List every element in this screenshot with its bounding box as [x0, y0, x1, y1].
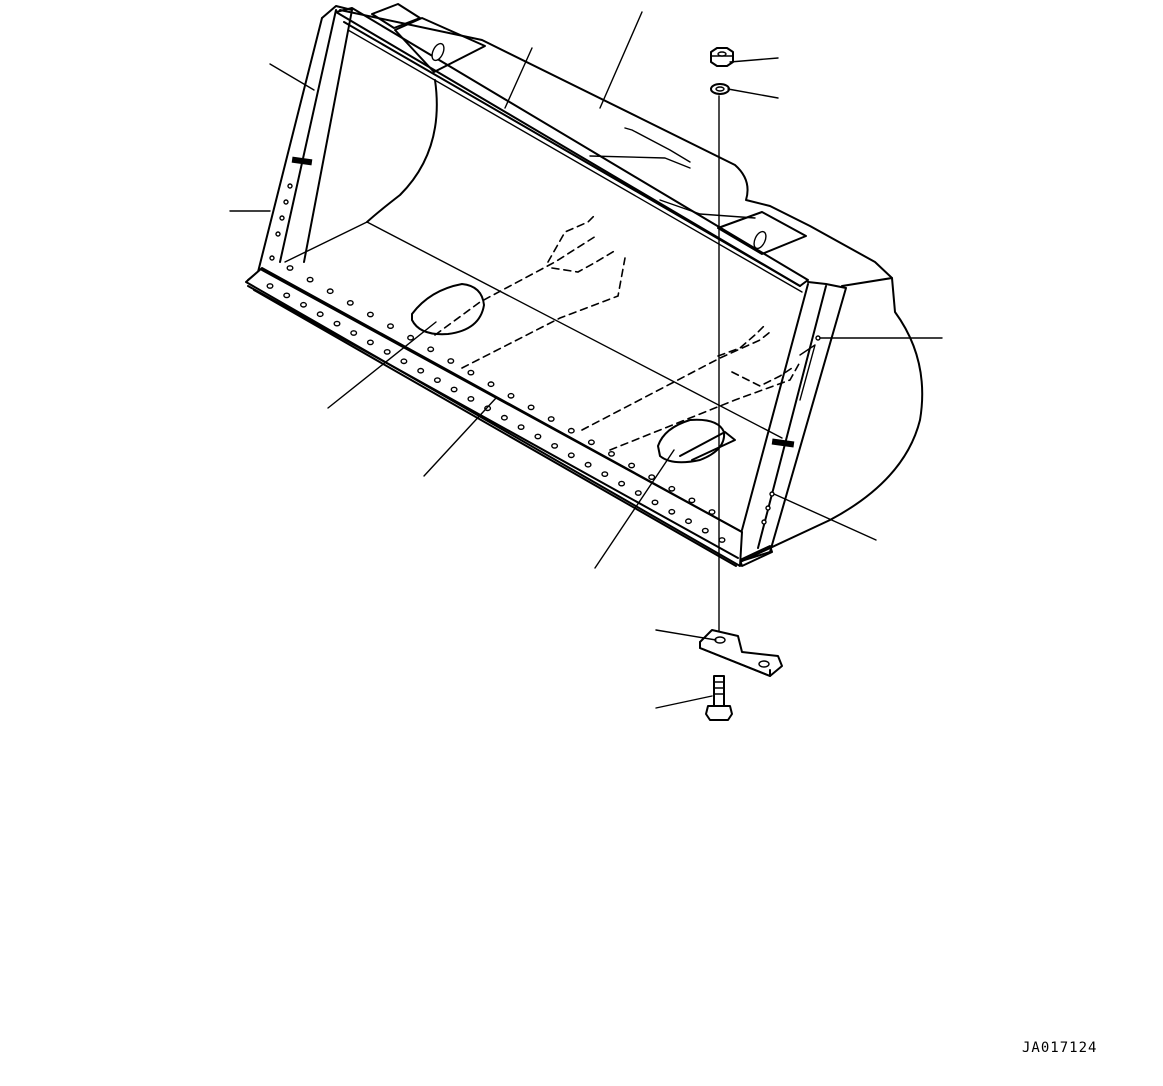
right-side-plate	[737, 281, 847, 567]
bolt-hole	[350, 330, 358, 336]
leader-lines	[229, 11, 943, 709]
bolt-hole	[467, 369, 475, 376]
leader-bolt	[655, 695, 713, 709]
bolt-hole	[547, 416, 555, 422]
leader-floor-opening-right	[594, 449, 675, 569]
bolt-hole	[701, 527, 709, 534]
bolt-hole	[685, 518, 693, 525]
leader-back-plate	[599, 11, 643, 109]
bolt-hole	[527, 404, 535, 411]
bolt-hole	[648, 474, 656, 480]
top-beam	[335, 3, 809, 293]
bolt-hole	[333, 320, 341, 327]
leader-nut	[729, 57, 779, 63]
bolt-hole	[450, 386, 458, 393]
bolt-hole	[433, 377, 441, 383]
floor-openings	[411, 283, 736, 464]
leader-upper-left	[269, 63, 315, 91]
bolt-hole	[266, 283, 274, 289]
leader-right-edge	[773, 493, 877, 541]
bolt-hole	[306, 276, 314, 283]
bolt-hole	[567, 452, 575, 459]
cutting-edge-bolt-holes	[266, 283, 726, 543]
bolt-hole	[487, 381, 495, 388]
bolt-hole	[283, 292, 291, 299]
bolt-hole	[634, 490, 642, 496]
bolt-hole	[584, 461, 592, 468]
leader-shim	[655, 629, 717, 641]
bolt-hole	[366, 339, 374, 346]
bolt-hole	[417, 367, 425, 374]
bolt-hole	[718, 537, 726, 543]
bolt-hole	[300, 301, 308, 308]
bolt-hole	[387, 323, 395, 329]
bolt-hole	[346, 299, 354, 306]
bolt-hole	[551, 442, 559, 449]
bolt-hole	[651, 499, 659, 506]
shim-plate-part	[699, 629, 783, 677]
bolt-hole	[366, 311, 374, 318]
leader-top-beam	[504, 47, 533, 109]
bolt-hole	[517, 424, 525, 430]
bolt-hole	[316, 311, 324, 318]
bolt-hole	[608, 450, 616, 457]
leader-cutting-edge	[423, 397, 497, 477]
leader-washer	[727, 88, 779, 99]
nut-part	[710, 47, 734, 67]
bolt-hole	[567, 427, 575, 434]
bolt-hole	[628, 462, 636, 469]
bolt-hole	[668, 508, 676, 515]
bolt-hole	[383, 348, 391, 355]
washer-part	[710, 83, 730, 95]
bolt-hole	[534, 433, 542, 440]
bolt-hole	[500, 414, 508, 421]
bolt-hole	[507, 392, 515, 399]
bolt-part	[705, 675, 733, 721]
cutting-edge	[245, 265, 743, 567]
bolt-hole	[447, 358, 455, 364]
bolt-hole	[618, 480, 626, 487]
leader-floor-opening-left	[327, 321, 437, 409]
bolt-hole	[688, 497, 696, 504]
bolt-hole	[708, 509, 716, 515]
bolt-hole	[601, 471, 609, 477]
bolt-hole	[467, 395, 475, 402]
hidden-wear-plates	[434, 213, 801, 451]
bolt-hole	[286, 265, 294, 271]
drawing-code: JA017124	[1022, 1040, 1098, 1056]
bolt-hole	[400, 358, 408, 365]
bolt-hole	[587, 439, 595, 446]
bolt-hole	[326, 288, 334, 295]
floor-bolt-holes	[286, 265, 716, 515]
left-side-plate	[247, 5, 353, 281]
bolt-hole	[427, 346, 435, 353]
bolt-hole	[407, 334, 415, 341]
bolt-hole	[668, 485, 676, 492]
